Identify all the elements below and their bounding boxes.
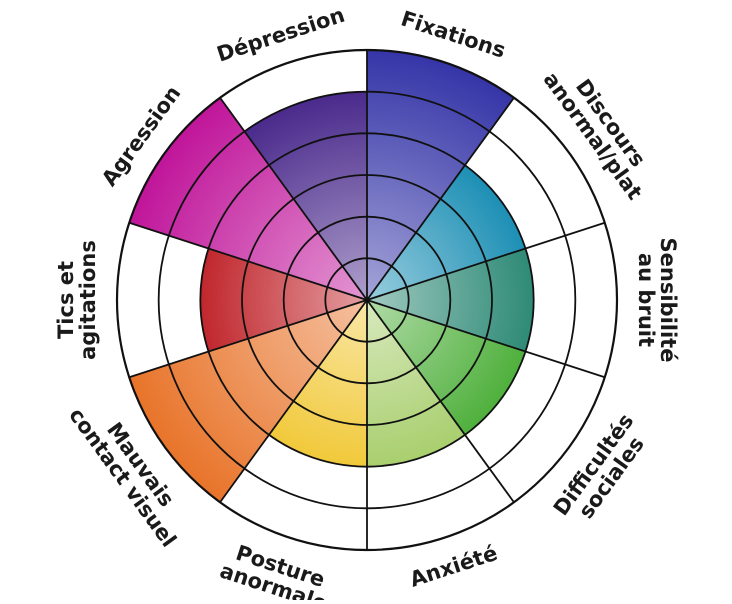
wedge-agression: [129, 97, 367, 300]
wedge-anxiete: [367, 300, 465, 467]
wedge-mauvais-contact-visuel: [129, 300, 367, 503]
label-difficultes-sociales: Difficultéssociales: [549, 409, 656, 533]
label-tics-et-agitations: Tics etagitations: [54, 240, 100, 360]
grid-spoke: [366, 299, 606, 379]
label-anxiete: Anxiété: [407, 541, 500, 592]
label-depression: Dépression: [214, 3, 348, 67]
label-discours-anormal-plat: Discoursanormal/plat: [539, 55, 665, 204]
wedge-difficultes-sociales: [367, 300, 526, 435]
grid-spoke: [128, 221, 368, 301]
grid-spoke: [366, 221, 606, 301]
wedge-layer: [129, 50, 534, 503]
grid-spoke: [128, 299, 368, 379]
grid-spoke: [219, 299, 368, 503]
grid-spoke: [219, 97, 368, 301]
label-sensibilite-au-bruit: Sensibilitéau bruit: [634, 238, 680, 363]
wedge-fixations: [367, 50, 514, 300]
grid-spoke: [366, 299, 515, 503]
grid-layer: [115, 48, 619, 552]
grid-spoke: [366, 97, 515, 301]
wedge-posture-anormale: [269, 300, 367, 467]
wedge-depression: [244, 91, 367, 301]
wedge-discours-anormal-plat: [367, 165, 526, 300]
label-posture-anormale: Postureanormale: [217, 538, 337, 600]
